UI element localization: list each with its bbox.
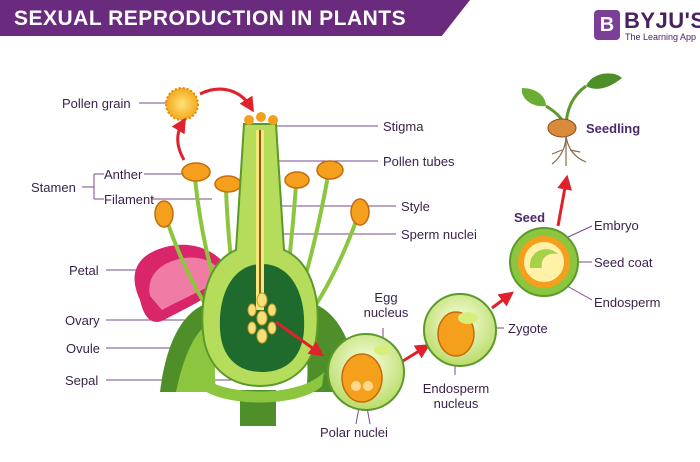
logo-mark: B <box>594 10 620 40</box>
label-ovary: Ovary <box>65 313 100 328</box>
logo-name: BYJU'S <box>624 8 700 33</box>
anthers <box>154 160 370 228</box>
seedling-graphic <box>521 73 622 166</box>
logo-tagline: The Learning App <box>625 32 697 42</box>
label-zygote: Zygote <box>508 321 548 336</box>
label-ovule: Ovule <box>66 341 100 356</box>
petal-highlight <box>149 257 224 310</box>
label-egg-nucleus-line2: nucleus <box>363 305 409 320</box>
label-stamen: Stamen <box>31 180 76 195</box>
label-seed: Seed <box>514 210 546 225</box>
label-endosperm-nucleus-line2: nucleus <box>433 396 479 411</box>
receptacle <box>196 372 324 403</box>
label-petal: Petal <box>69 263 99 278</box>
pollen-grain-graphic <box>165 87 199 121</box>
label-sperm-nuclei: Sperm nuclei <box>401 227 477 242</box>
label-pollen-tubes: Pollen tubes <box>383 154 455 169</box>
process-arrows <box>171 87 573 366</box>
label-egg-nucleus-line1: Egg <box>374 290 398 305</box>
label-style: Style <box>401 199 430 214</box>
label-polar-nuclei: Polar nuclei <box>320 425 388 440</box>
page-title: SEXUAL REPRODUCTION IN PLANTS <box>14 7 407 30</box>
label-sepal: Sepal <box>65 373 99 388</box>
label-endosperm-nucleus: Endosperm nucleus <box>418 381 494 411</box>
label-egg-nucleus: Egg nucleus <box>356 290 416 320</box>
label-filament: Filament <box>104 192 154 207</box>
label-endosperm-nucleus-line1: Endosperm <box>422 381 490 396</box>
label-anther: Anther <box>104 167 143 182</box>
label-pollen-grain: Pollen grain <box>62 96 131 111</box>
brand-logo: B BYJU'S The Learning App <box>594 8 700 44</box>
stage-zygote <box>423 293 497 367</box>
label-endosperm: Endosperm <box>594 295 661 310</box>
label-seedling: Seedling <box>586 121 641 136</box>
title-banner <box>0 0 470 36</box>
stage-egg <box>327 333 405 411</box>
label-seed-coat: Seed coat <box>594 255 653 270</box>
label-stigma: Stigma <box>383 119 424 134</box>
stage-seed <box>509 227 579 297</box>
label-embryo: Embryo <box>594 218 639 233</box>
pistil <box>201 112 319 388</box>
